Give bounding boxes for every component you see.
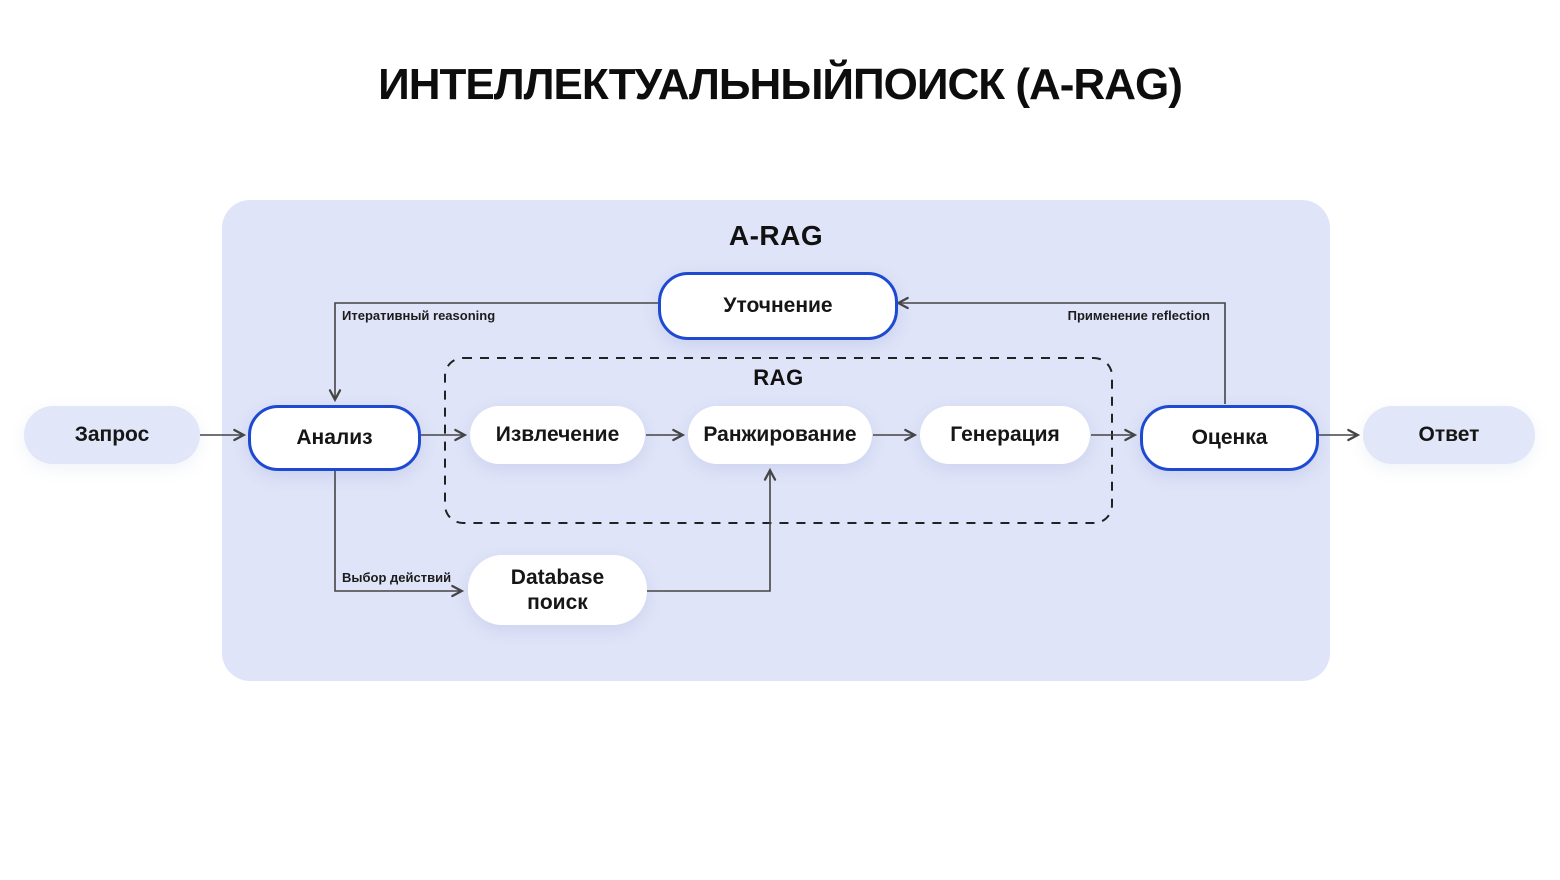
node-database-search-label: Database поиск [511, 565, 604, 615]
edge-label-action-choice: Выбор действий [342, 570, 452, 585]
node-retrieval-label: Извлечение [495, 423, 620, 446]
edge-evaluation-refinement [895, 296, 1226, 404]
node-analysis-label: Анализ [296, 426, 373, 449]
node-evaluation-label: Оценка [1191, 426, 1268, 449]
edge-database-ranking [647, 467, 777, 592]
node-evaluation: Оценка [1140, 405, 1319, 471]
edge-label-reflection: Применение reflection [1067, 308, 1210, 323]
node-answer-label: Ответ [1418, 423, 1480, 446]
node-ranking-label: Ранжирование [703, 423, 857, 446]
node-generation-label: Генерация [950, 423, 1060, 446]
node-database-line2: поиск [527, 591, 588, 614]
node-query-label: Запрос [74, 423, 150, 446]
node-refinement-label: Уточнение [723, 294, 833, 317]
rag-group-label: RAG [753, 365, 804, 390]
node-refinement: Уточнение [658, 272, 898, 340]
node-database-line1: Database [510, 565, 605, 589]
node-query: Запрос [24, 406, 200, 464]
node-retrieval: Извлечение [470, 406, 645, 464]
node-generation: Генерация [920, 406, 1090, 464]
edge-refinement-analysis [328, 302, 658, 403]
page-title: ИНТЕЛЛЕКТУАЛЬНЫЙПОИСК (A-RAG) [378, 60, 1183, 109]
edge-label-iterative-reasoning: Итеративный reasoning [342, 308, 496, 323]
edge-analysis-database [334, 467, 465, 598]
node-answer: Ответ [1363, 406, 1535, 464]
node-database-search: Database поиск [468, 555, 647, 625]
arag-group-label: A-RAG [728, 220, 824, 251]
node-ranking: Ранжирование [688, 406, 872, 464]
node-analysis: Анализ [248, 405, 421, 471]
